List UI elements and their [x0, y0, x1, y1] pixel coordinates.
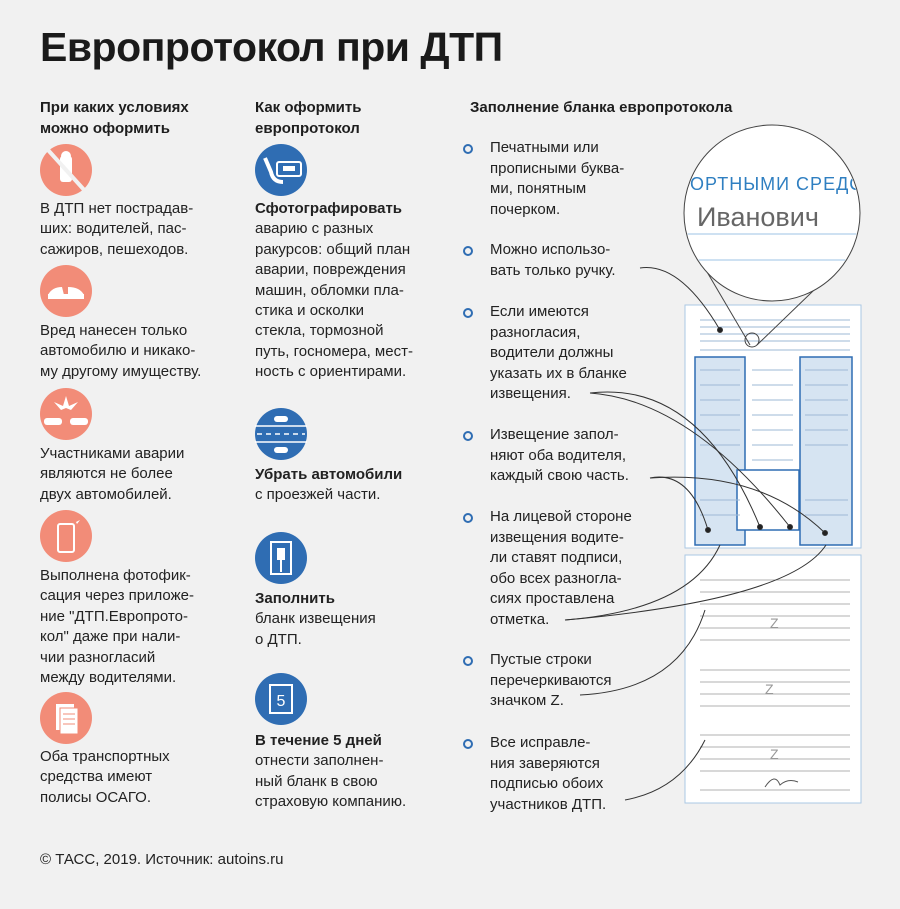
condition-text: Оба транспортных средства имеют полисы О… — [40, 748, 170, 806]
form-rule-text: На лицевой стороне извещения водите- ли … — [490, 508, 632, 628]
form-fill-icon — [255, 532, 307, 584]
signature-icon — [764, 778, 799, 788]
form-rule-text: Извещение запол- няют оба водителя, кажд… — [490, 426, 629, 484]
bullet-icon — [463, 144, 473, 154]
step-text: Заполнить бланк извещения о ДТП. — [255, 589, 376, 650]
form-rule-text: Если имеются разногласия, водители должн… — [490, 303, 627, 402]
footer-source: © ТАСС, 2019. Источник: autoins.ru — [40, 851, 284, 868]
smartphone-photo-icon — [40, 510, 92, 562]
z-mark: Z — [770, 746, 779, 762]
condition-text: Выполнена фотофик- сация через приложе- … — [40, 567, 194, 687]
callout-lines — [564, 267, 828, 801]
page-title: Европротокол при ДТП — [40, 24, 503, 70]
hand-photo-icon — [255, 144, 307, 196]
step-text: В течение 5 дней отнести заполнен- ный бл… — [255, 731, 406, 813]
step-text: Убрать автомобили с проезжей части. — [255, 465, 402, 506]
bullet-icon — [463, 513, 473, 523]
magnified-header-text: ОРТНЫМИ СРЕДС — [690, 174, 863, 194]
step-description: бланк извещения о ДТП. — [255, 610, 376, 648]
form-rule-text: Пустые строки перечеркиваются значком Z. — [490, 651, 612, 709]
two-cars-collision-icon — [40, 388, 92, 440]
bullet-icon — [463, 431, 473, 441]
form-filling-header: Заполнение бланка европротокола — [470, 99, 733, 116]
step-description: аварию с разных ракурсов: общий план ава… — [255, 220, 413, 381]
step-title: В течение 5 дней — [255, 732, 382, 749]
insurance-policy-icon — [40, 692, 92, 744]
z-mark: Z — [765, 681, 774, 697]
calendar-5-icon: 5 — [255, 673, 307, 725]
condition-text: Участниками аварии являются не более дву… — [40, 445, 185, 503]
how-to-header: Как оформить европротокол — [255, 99, 362, 137]
bullet-icon — [463, 308, 473, 318]
damaged-car-icon — [40, 265, 92, 317]
notice-form-back: Z Z Z — [684, 554, 862, 804]
condition-text: Вред нанесен только автомобилю и никако-… — [40, 322, 202, 380]
no-injured-person-icon — [40, 144, 92, 196]
calendar-number: 5 — [277, 693, 286, 710]
step-title: Сфотографировать — [255, 200, 403, 217]
bullet-icon — [463, 246, 473, 256]
road-cars-icon — [255, 408, 307, 460]
form-rule-text: Все исправле- ния заверяются подписью об… — [490, 734, 607, 813]
form-rule-text: Печатными или прописными буква- ми, поня… — [490, 139, 625, 218]
magnified-name-text: Иванович — [697, 202, 819, 232]
step-title: Заполнить — [255, 590, 335, 607]
step-description: с проезжей части. — [255, 486, 381, 504]
step-description: отнести заполнен- ный бланк в свою страх… — [255, 752, 407, 811]
bullet-icon — [463, 656, 473, 666]
step-text: Сфотографировать аварию с разных ракурсов… — [255, 199, 413, 383]
magnifier: ОРТНЫМИ СРЕДС Иванович — [683, 124, 863, 348]
condition-text: В ДТП нет пострадав- ших: водителей, пас… — [40, 200, 194, 258]
notice-form-front — [684, 304, 862, 549]
conditions-header: При каких условиях можно оформить — [40, 99, 189, 137]
step-title: Убрать автомобили — [255, 466, 403, 483]
bullet-icon — [463, 739, 473, 749]
form-rule-text: Можно использо- вать только ручку. — [490, 241, 616, 279]
z-mark: Z — [770, 615, 779, 631]
